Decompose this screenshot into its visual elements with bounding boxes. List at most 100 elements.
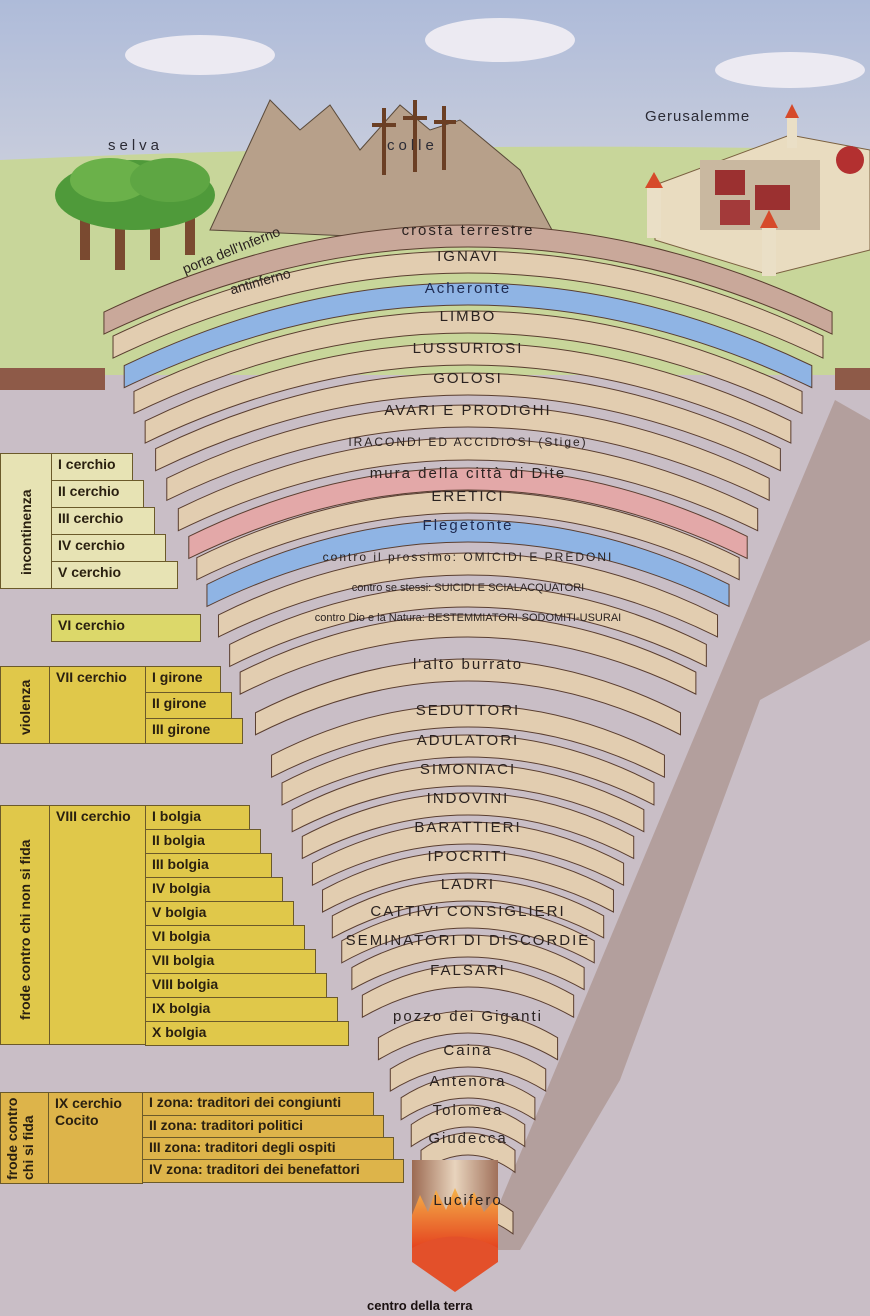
legend-item: VI bolgia [145,925,305,950]
ring-label: BARATTIERI [414,819,522,836]
selva-trees-icon [55,158,215,270]
ring-label: ERETICI [431,488,505,505]
ring-label: IRACONDI ED ACCIDIOSI (Stige) [348,435,588,449]
legend-item: II bolgia [145,829,261,854]
legend-circle-vii: VII cerchio [49,666,146,744]
legend-group-incontinenza-label: incontinenza [18,489,34,575]
legend-item: II girone [145,692,232,719]
ring-label: IGNAVI [437,248,499,265]
ring-label: FALSARI [430,962,506,979]
ring-band [239,614,697,695]
ring-label: Lucifero [433,1192,503,1209]
ring-band [322,850,614,913]
lucifero-pit [412,1160,498,1292]
legend-item: VII bolgia [145,949,316,974]
ring-band [206,519,730,608]
legend-item: V cerchio [51,561,178,589]
ring-band [420,1132,516,1174]
ring-label: LUSSURIOSI [412,340,524,357]
ring-label: contro se stessi: SUICIDI E SCIALACQUATO… [351,582,585,594]
ring-label: ADULATORI [416,732,520,749]
centro-terra-label: centro della terra [367,1298,473,1313]
ring-band [361,964,575,1019]
ring-label: CATTIVI CONSIGLIERI [370,903,566,920]
ring-band [281,734,655,806]
three-crosses-icon [372,100,456,175]
ring-band [410,1104,526,1148]
group-line-2: chi si fida [20,1115,36,1180]
ring-band [166,404,770,502]
ring-band [341,905,595,964]
gerusalemme-city-icon [645,104,870,276]
legend-item: IV zona: traditori dei benefattori [142,1159,404,1183]
legend-item: III bolgia [145,853,272,878]
ring-label: crosta terrestre [401,222,535,239]
ring-band [400,1075,536,1121]
ring-band [291,763,645,833]
legend-item: VIII bolgia [145,973,327,998]
ring-label: Tolomea [432,1102,504,1119]
ring-label: contro il prossimo: OMICIDI E PREDONI [322,550,614,564]
ring-label: SIMONIACI [419,761,517,778]
legend-circle-viii: VIII cerchio [49,805,146,1045]
legend-item: III girone [145,718,243,744]
ring-band [377,1010,559,1061]
hell-rings [103,224,833,1235]
ring-label: mura della città di Dite [369,465,567,482]
cone-shadow [480,400,870,1250]
selva-label: selva [108,137,164,154]
ring-label: LIMBO [439,308,497,325]
legend-item: V bolgia [145,901,294,926]
legend-item: IX bolgia [145,997,338,1022]
legend-item: IV bolgia [145,877,283,902]
legend-item: I girone [145,666,221,693]
legend-item: II zona: traditori politici [142,1115,384,1138]
ring-band [217,552,719,638]
ring-label: l'alto burrato [412,656,524,673]
crust-right [835,368,870,390]
ring-label: SEMINATORI DI DISCORDIE [345,932,591,949]
ring-band [112,250,824,359]
ring-label: Caina [443,1042,493,1059]
ring-label: Giudecca [428,1130,508,1147]
ring-band [144,342,792,444]
ring-band [311,821,625,887]
ring-band [196,490,740,581]
legend-group-frode-label: frode contro chi non si fida [17,839,33,1020]
ring-band [103,224,833,335]
ring-label: IPOCRITI [427,848,509,865]
ring-band [133,310,803,415]
ring-band [155,372,781,472]
ring-label: Antenora [429,1073,507,1090]
legend-item: IV cerchio [51,534,166,562]
ring-band [271,704,665,779]
legend-item: III zona: traditori degli ospiti [142,1137,394,1160]
ring-band [389,1044,547,1092]
ring-label: GOLOSI [433,370,503,387]
gerusalemme-label: Gerusalemme [645,108,751,125]
legend-group-frode [0,805,50,1045]
ring-label: pozzo dei Giganti [393,1008,543,1025]
ring-band [229,584,707,668]
group-line-1: frode contro [4,1097,20,1180]
ring-label: SEDUTTORI [415,702,521,719]
ring-label: LADRI [440,876,496,893]
ring-label: AVARI E PRODIGHI [384,402,552,419]
ring-label: Acheronte [424,280,512,297]
ring-band [188,467,748,560]
ring-band [351,934,585,991]
legend-item-vi-cerchio: VI cerchio [51,614,201,642]
ring-band [301,792,635,860]
legend-item: X bolgia [145,1021,349,1046]
crust-left [0,368,105,390]
legend-item: I zona: traditori dei congiunti [142,1092,374,1116]
circle-line-1: IX cerchio [55,1095,122,1111]
ring-label: contro Dio e la Natura: BESTEMMIATORI-SO… [314,612,622,624]
clouds [125,18,865,88]
ring-band [254,658,682,736]
ring-label: Flegetonte [422,517,514,534]
